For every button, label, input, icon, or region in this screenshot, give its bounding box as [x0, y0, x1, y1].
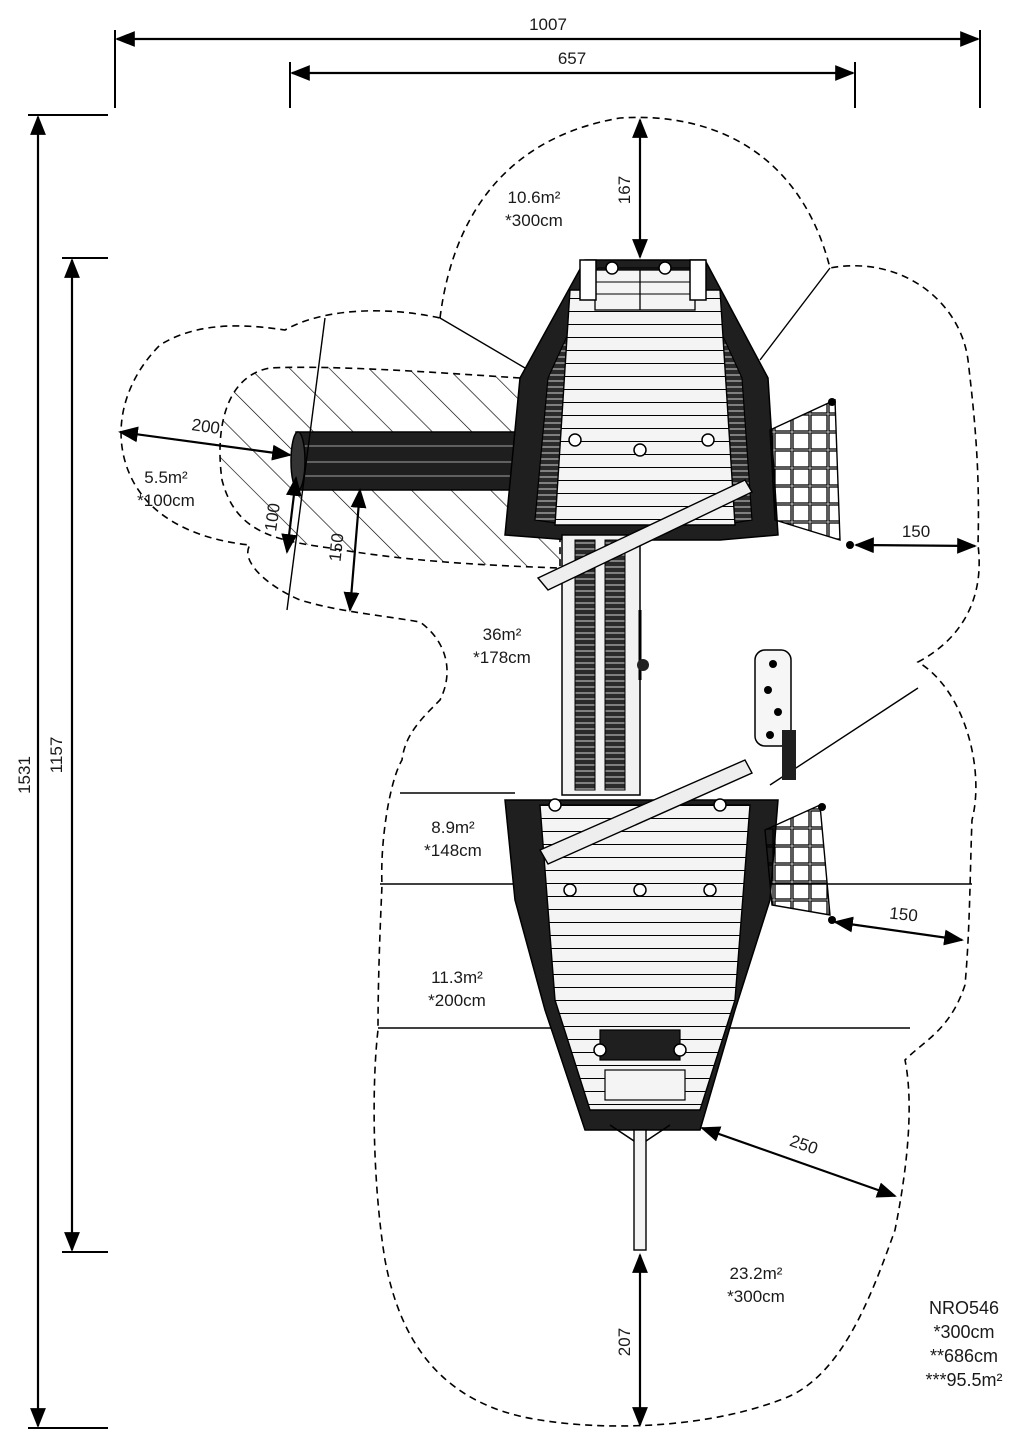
- product-length: **686cm: [930, 1346, 998, 1366]
- net-upper-clearance-label: 150: [902, 522, 930, 541]
- connecting-bridge: [561, 534, 649, 796]
- dimension-bottom-clearance: 207: [615, 1253, 648, 1427]
- upper-deck-structure: [504, 259, 779, 541]
- top-clearance-label: 167: [615, 176, 634, 204]
- dimension-structure-width: 657: [289, 49, 856, 108]
- zone-label-top: 10.6m² *300cm: [505, 188, 563, 230]
- zone-slide-area: 5.5m²: [144, 468, 188, 487]
- lower-yard-beam: [539, 759, 753, 865]
- zone-middle-height: *178cm: [473, 648, 531, 667]
- lower-deck-structure: [504, 798, 779, 1146]
- dimension-slide-150: 150: [326, 488, 367, 612]
- slide-clearance-200-label: 200: [190, 415, 221, 438]
- net-lower-clearance-label: 150: [888, 904, 918, 926]
- upper-yard-beam: [536, 479, 753, 591]
- tube-slide: [290, 431, 532, 491]
- bottom-clearance-label: 207: [615, 1328, 634, 1356]
- upper-climbing-net: [769, 398, 854, 549]
- zone-top-area: 10.6m²: [508, 188, 561, 207]
- zone-bottom-height: *300cm: [727, 1287, 785, 1306]
- dimension-bow: 250: [700, 1126, 897, 1198]
- zone-label-deck-lower: 11.3m² *200cm: [428, 968, 486, 1010]
- slide-clearance-150-label: 150: [326, 532, 348, 562]
- zone-deck-lower-height: *200cm: [428, 991, 486, 1010]
- safety-zone-outline: [120, 116, 980, 1427]
- zone-slide-height: *100cm: [137, 491, 195, 510]
- upper-deck-planks: [554, 289, 736, 526]
- overall-width-label: 1007: [529, 15, 567, 34]
- zone-label-deck-upper: 8.9m² *148cm: [424, 818, 482, 860]
- dimension-top-clearance: 167: [615, 118, 648, 259]
- lower-deck-planks: [539, 804, 751, 1111]
- overall-length-label: 1531: [15, 756, 34, 794]
- zone-label-bottom: 23.2m² *300cm: [727, 1264, 785, 1306]
- zone-label-middle: 36m² *178cm: [473, 625, 531, 667]
- dimension-structure-length: 1157: [47, 257, 108, 1253]
- dimension-overall-width: 1007: [114, 15, 981, 108]
- dimension-slide-100: 100: [261, 317, 326, 611]
- dimension-net-lower: 150: [833, 904, 964, 946]
- zone-deck-upper-area: 8.9m²: [431, 818, 475, 837]
- zone-bottom-area: 23.2m²: [730, 1264, 783, 1283]
- slide-clearance-100-label: 100: [261, 502, 284, 533]
- zone-deck-upper-height: *148cm: [424, 841, 482, 860]
- bowsprit: [633, 1129, 647, 1251]
- product-area: ***95.5m²: [925, 1370, 1002, 1390]
- zone-divider-top: [439, 317, 526, 369]
- bow-clearance-label: 250: [787, 1131, 820, 1158]
- zone-top-height: *300cm: [505, 211, 563, 230]
- zone-label-slide: 5.5m² *100cm: [137, 468, 195, 510]
- structure-width-label: 657: [558, 49, 586, 68]
- dimension-slide-200: 200: [118, 415, 292, 461]
- product-code: NRO546: [929, 1298, 999, 1318]
- zone-middle-area: 36m²: [483, 625, 522, 644]
- climbing-wall-panel: [754, 649, 796, 780]
- product-info-block: NRO546 *300cm **686cm ***95.5m²: [925, 1298, 1002, 1390]
- structure-length-label: 1157: [47, 737, 66, 774]
- zone-deck-lower-area: 11.3m²: [431, 968, 483, 987]
- dimension-overall-length: 1531: [15, 114, 108, 1429]
- zone-divider-top-right: [759, 267, 831, 361]
- product-free-fall-height: *300cm: [933, 1322, 994, 1342]
- dimension-net-upper: 150: [854, 522, 977, 554]
